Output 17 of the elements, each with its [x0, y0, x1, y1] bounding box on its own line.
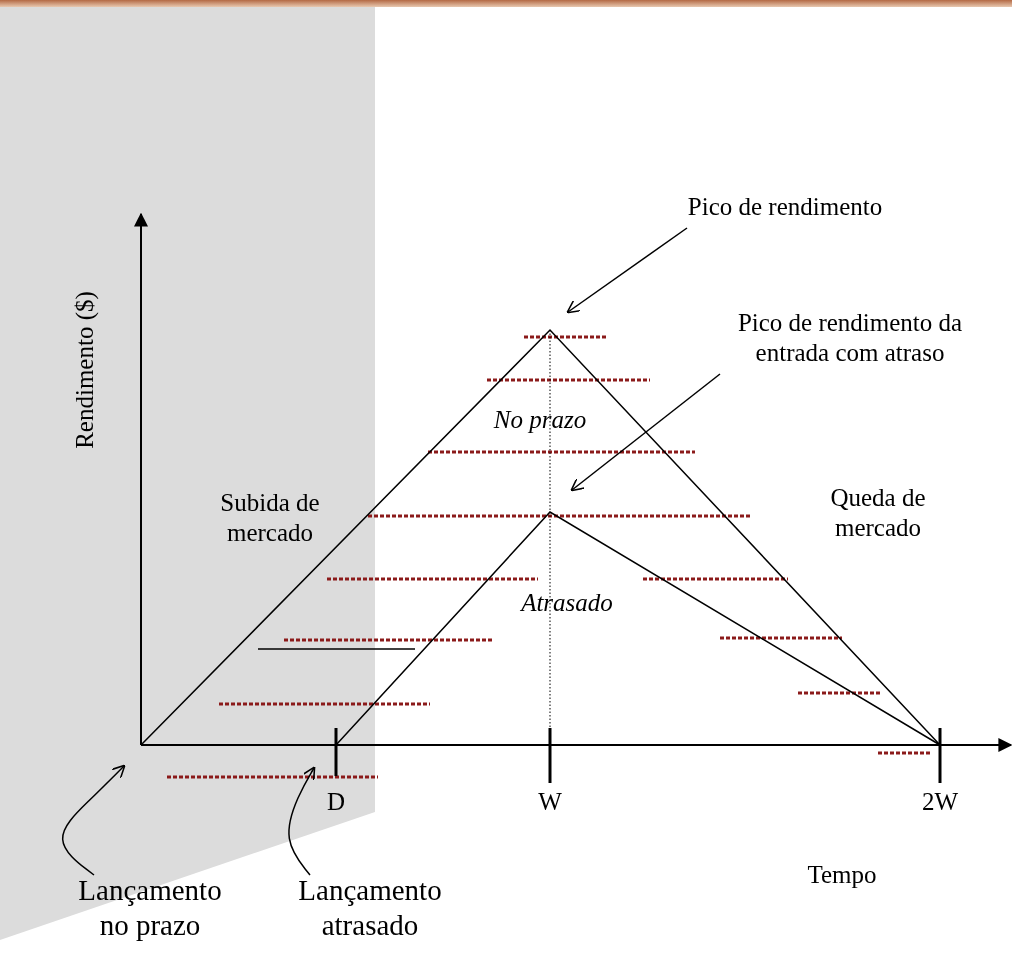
phase-label: Queda de mercado — [829, 483, 927, 543]
tick-label: D — [325, 787, 347, 817]
annotation-text: Pico de rendimento — [645, 192, 925, 222]
annotation-arrow — [570, 373, 721, 492]
annotation-text: Lançamento atrasado — [270, 873, 470, 943]
tick-label: W — [537, 787, 563, 817]
annotation-text: Pico de rendimento da entrada com atraso — [700, 308, 1000, 368]
annotation-text: Lançamento no prazo — [70, 873, 230, 943]
axis-title: Rendimento ($) — [70, 290, 99, 451]
region-label: Atrasado — [519, 588, 614, 618]
axis-title: Tempo — [806, 860, 878, 890]
annotation-arrow — [288, 766, 316, 876]
tick-label: 2W — [920, 787, 960, 817]
annotation-arrow — [61, 764, 126, 876]
annotation-arrow — [566, 227, 688, 314]
phase-label: Subida de mercado — [219, 488, 321, 548]
region-label: No prazo — [492, 405, 588, 435]
